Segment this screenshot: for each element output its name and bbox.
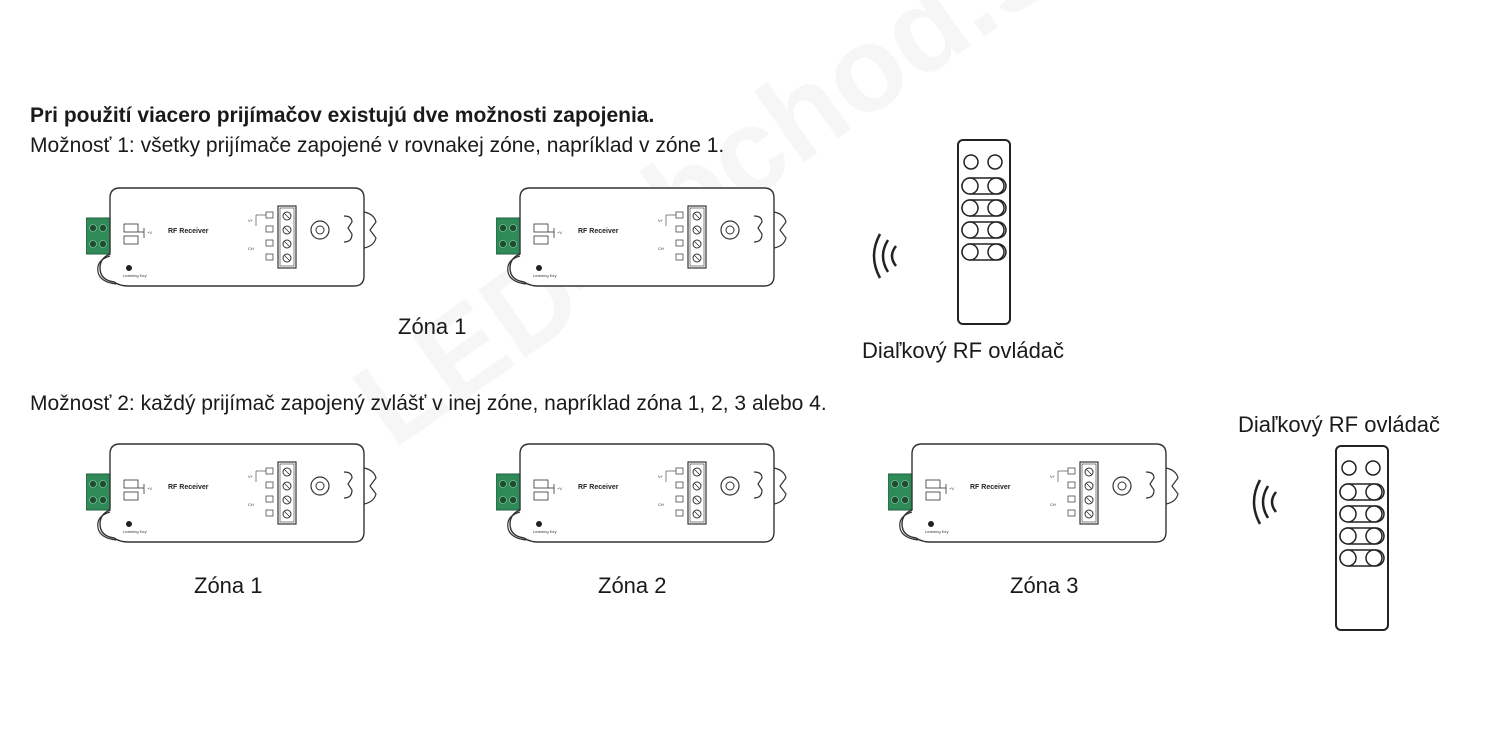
receiver-drawing: +V V+ CH	[86, 176, 386, 296]
remote-label-option2: Diaľkový RF ovládač	[1238, 412, 1441, 437]
option1-text: Možnosť 1: všetky prijímače zapojené v r…	[30, 134, 725, 157]
svg-text:V+: V+	[658, 218, 664, 223]
receiver-drawing: +V V+ CH	[496, 176, 796, 296]
rf-signal-icon	[1252, 479, 1278, 525]
receiver-option1-a: +V V+ CH RF Receiver Learning Key	[86, 176, 386, 296]
option2-zone3-label: Zóna 3	[1010, 573, 1079, 598]
svg-text:CH: CH	[658, 502, 664, 507]
svg-text:CH: CH	[658, 246, 664, 251]
receiver-label: RF Receiver	[168, 484, 209, 491]
svg-text:+V: +V	[949, 486, 954, 491]
receiver-option2-zone2: +V V+ CH RF Receiver Learning Key	[496, 432, 796, 552]
learning-key-label: Learning Key	[533, 529, 557, 534]
svg-text:V+: V+	[1050, 474, 1056, 479]
svg-text:+V: +V	[557, 486, 562, 491]
svg-text:V+: V+	[248, 218, 254, 223]
learning-key-label: Learning Key	[925, 529, 949, 534]
svg-text:CH: CH	[1050, 502, 1056, 507]
receiver-drawing: +V V+ CH	[496, 432, 796, 552]
svg-text:+V: +V	[147, 486, 152, 491]
receiver-label: RF Receiver	[578, 484, 619, 491]
learning-key-label: Learning Key	[533, 273, 557, 278]
option2-zone1-label: Zóna 1	[194, 573, 263, 598]
receiver-option1-b: +V V+ CH RF Receiver Learning Key	[496, 176, 796, 296]
heading: Pri použití viacero prijímačov existujú …	[30, 104, 655, 127]
svg-text:+V: +V	[557, 230, 562, 235]
receiver-label: RF Receiver	[578, 228, 619, 235]
svg-text:V+: V+	[658, 474, 664, 479]
receiver-label: RF Receiver	[970, 484, 1011, 491]
remote-control-icon	[1335, 445, 1389, 631]
svg-text:CH: CH	[248, 502, 254, 507]
receiver-drawing: +V V+ CH	[888, 432, 1188, 552]
svg-text:V+: V+	[248, 474, 254, 479]
svg-text:+V: +V	[147, 230, 152, 235]
rf-signal-icon	[872, 233, 898, 279]
learning-key-label: Learning Key	[123, 529, 147, 534]
option2-text: Možnosť 2: každý prijímač zapojený zvláš…	[30, 392, 827, 415]
receiver-drawing: +V V+ CH	[86, 432, 386, 552]
option1-zone-label: Zóna 1	[398, 314, 467, 339]
remote-label-option1: Diaľkový RF ovládač	[862, 338, 1065, 363]
option2-zone2-label: Zóna 2	[598, 573, 667, 598]
receiver-option2-zone3: +V V+ CH RF Receiver Learning Key	[888, 432, 1188, 552]
learning-key-label: Learning Key	[123, 273, 147, 278]
remote-control-icon	[957, 139, 1011, 325]
svg-text:CH: CH	[248, 246, 254, 251]
receiver-label: RF Receiver	[168, 228, 209, 235]
receiver-option2-zone1: +V V+ CH RF Receiver Learning Key	[86, 432, 386, 552]
